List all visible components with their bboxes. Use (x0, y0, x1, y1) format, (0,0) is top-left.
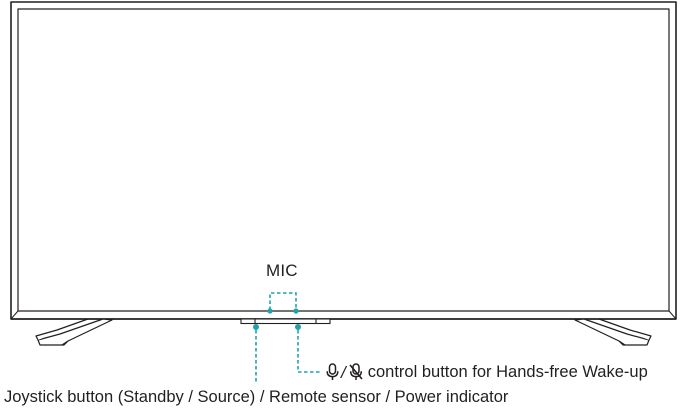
joystick-dot (253, 324, 259, 330)
microphone-off-icon (349, 363, 363, 380)
mic-control-dot (295, 324, 301, 330)
microphone-icon (326, 363, 339, 380)
mic-icons: / (326, 363, 363, 381)
mic-control-label: / control button for Hands-free Wake-up (326, 363, 648, 381)
joystick-label: Joystick button (Standby / Source) / Rem… (4, 388, 509, 406)
mic-control-leader (297, 330, 321, 373)
mic-label: MIC (266, 261, 298, 280)
mic-left-dot (267, 308, 273, 314)
mic-control-text: control button for Hands-free Wake-up (367, 362, 648, 381)
mic-callout (269, 292, 297, 310)
tv-frame (10, 1, 677, 320)
mic-right-dot (293, 308, 299, 314)
control-bar (240, 318, 331, 325)
left-stand (35, 318, 113, 346)
slash-separator: / (341, 362, 346, 382)
right-stand (574, 318, 652, 346)
